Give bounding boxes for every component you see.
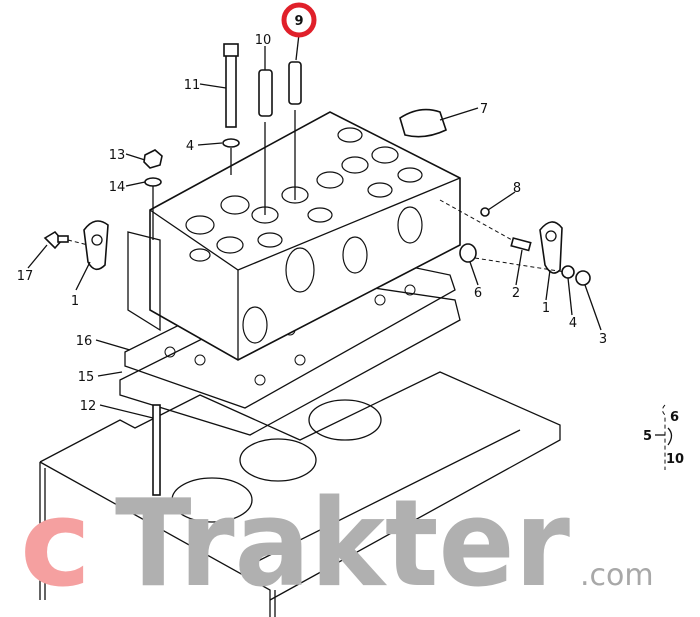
valve-guide-10 [258,69,273,117]
callout-7[interactable]: 7 [480,102,488,117]
callout-16[interactable]: 16 [76,334,93,349]
callout-15[interactable]: 15 [78,370,95,385]
callout-6[interactable]: 6 [474,286,482,301]
kit-legend: 6 5 10 [643,404,684,470]
watermark-suffix: .com [580,558,654,593]
callout-8[interactable]: 8 [513,181,521,196]
valve-guide-9 [288,61,302,105]
kit-legend-from: 6 [670,410,679,425]
callout-11[interactable]: 11 [184,78,201,93]
engine-block [39,371,561,617]
callout-1[interactable]: 1 [71,294,79,309]
bolt-11 [225,46,237,128]
callout-17[interactable]: 17 [17,269,34,284]
cylinder-head [127,108,461,361]
callout-12[interactable]: 12 [80,399,97,414]
callout-13[interactable]: 13 [109,148,126,163]
callout-1b[interactable]: 1 [542,301,550,316]
callout-4b[interactable]: 4 [569,316,577,331]
watermark: c Trakter .com [20,475,654,614]
highlight-ring [281,2,317,38]
kit-legend-kit: 5 [643,429,652,444]
callout-4[interactable]: 4 [186,139,194,154]
watermark-letter: c [20,475,91,614]
callout-3[interactable]: 3 [599,332,607,347]
leader-lines [27,33,602,419]
watermark-brand: Trakter [115,475,570,614]
kit-legend-to: 10 [666,452,684,467]
fasteners [43,43,591,496]
callout-10[interactable]: 10 [255,33,272,48]
callout-14[interactable]: 14 [109,180,126,195]
callout-9[interactable]: 9 [294,14,303,29]
callout-2[interactable]: 2 [512,286,520,301]
